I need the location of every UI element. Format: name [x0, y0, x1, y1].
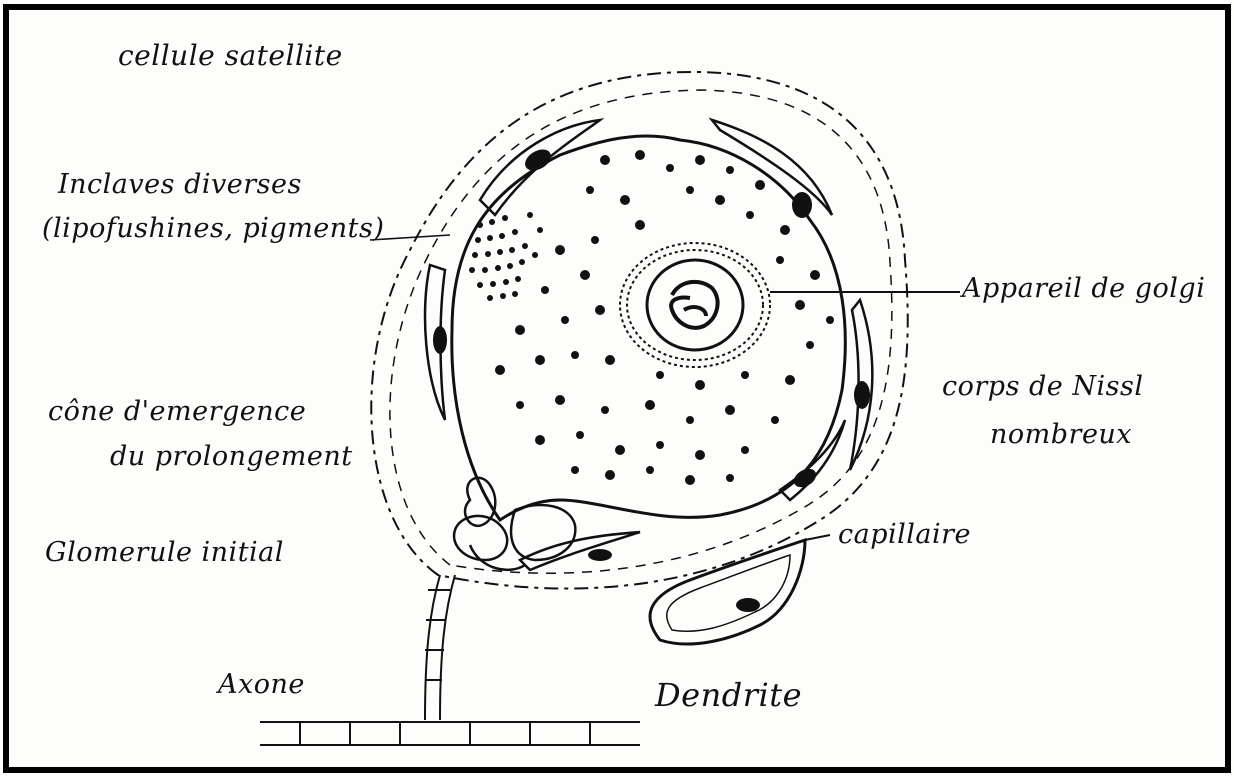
- capillary: [650, 535, 830, 644]
- label-nissl-line2: nombreux: [990, 418, 1132, 452]
- label-axon: Axone: [218, 668, 305, 702]
- nucleus: [647, 260, 743, 350]
- label-golgi: Appareil de golgi: [962, 272, 1205, 306]
- nissl-bodies: [495, 150, 834, 485]
- label-satellite-cell: cellule satellite: [118, 38, 343, 73]
- initial-glomerulus: [454, 478, 575, 570]
- label-inclusions-line2: (lipofushines, pigments): [42, 212, 384, 246]
- golgi-apparatus: [620, 243, 770, 367]
- label-emergence-line2: du prolongement: [110, 440, 353, 474]
- satellite-nuclei: [433, 145, 870, 561]
- label-emergence-line1: cône d'emergence: [48, 395, 306, 429]
- label-nissl-line1: corps de Nissl: [942, 370, 1143, 404]
- inclusions-cluster: [469, 212, 543, 301]
- label-capillary: capillaire: [838, 518, 971, 552]
- axon: [260, 575, 640, 745]
- label-glomerulus: Glomerule initial: [45, 536, 284, 570]
- satellite-capsule-inner: [390, 90, 892, 573]
- label-inclusions-line1: Inclaves diverses: [58, 168, 302, 202]
- label-dendrite: Dendrite: [655, 675, 802, 715]
